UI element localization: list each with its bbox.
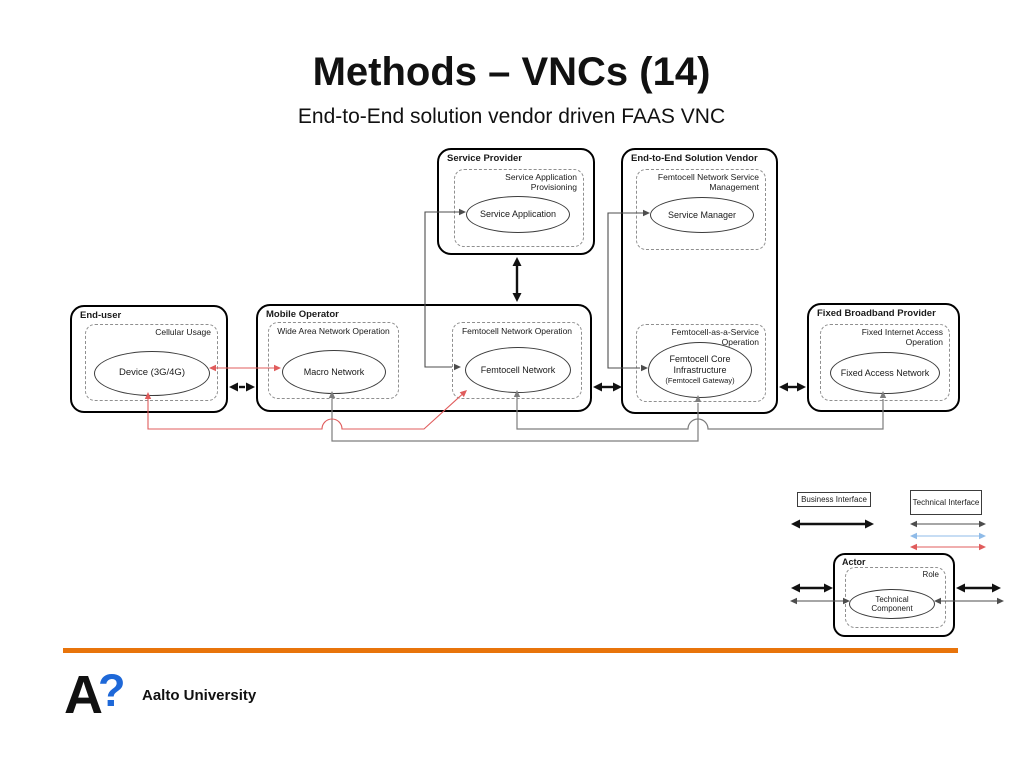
actor-title-e2e-solution-vendor: End-to-End Solution Vendor [631,153,758,164]
component-note-label: (Femtocell Gateway) [665,376,735,386]
actor-box-mobile-operator: Mobile Operator Wide Area Network Operat… [256,304,592,412]
role-label: Wide Area Network Operation [277,326,390,336]
role-label: Service Application Provisioning [505,172,577,193]
page-title: Methods – VNCs (14) [312,50,711,94]
legend-role-rect: Role [845,567,946,628]
role-service-application-provisioning: Service Application Provisioning [454,169,584,247]
component-femtocell-core-infrastructure: Femtocell Core Infrastructure (Femtocell… [648,342,752,398]
legend-technical-interface-arrow-black [910,520,986,528]
legend-business-interface-arrow [791,519,874,529]
component-device-3g-4g: Device (3G/4G) [94,351,210,396]
actor-box-end-user: End-user Cellular Usage Device (3G/4G) [70,305,228,413]
logo-wordmark: Aalto University [142,687,257,704]
role-label: Femtocell-as-a-Service Operation [671,327,759,348]
actor-box-e2e-solution-vendor: End-to-End Solution Vendor Femtocell Net… [621,148,778,414]
role-fixed-internet-access-operation: Fixed Internet Access Operation [820,324,950,401]
component-macro-network: Macro Network [282,350,386,394]
role-femtocell-network-service-management: Femtocell Network Service Management [636,169,766,250]
legend-business-interface-label: Business Interface [797,492,871,507]
role-label: Femtocell Network Service Management [657,172,759,193]
component-femtocell-network: Femtocell Network [465,347,571,393]
component-fixed-access-network: Fixed Access Network [830,352,940,394]
legend-technical-component: Technical Component [849,589,935,619]
logo-letter: A [64,665,103,725]
legend-technical-interface-arrow-red [910,543,986,551]
aalto-logo: A? [64,668,131,722]
legend-actor-title: Actor [842,557,866,567]
role-label: Role [922,570,939,579]
component-main-label: Femtocell Core Infrastructure [669,354,731,375]
actor-box-service-provider: Service Provider Service Application Pro… [437,148,595,255]
arrow-e2e-vendor-fixed-broadband [779,382,806,392]
role-label: Cellular Usage [155,327,211,337]
actor-box-fixed-broadband-provider: Fixed Broadband Provider Fixed Internet … [807,303,960,412]
actor-title-fixed-broadband-provider: Fixed Broadband Provider [817,308,936,319]
actor-title-end-user: End-user [80,310,122,321]
role-label: Femtocell Network Operation [461,326,573,336]
legend-technical-interface-arrow-blue [910,532,986,540]
arrow-mobile-operator-e2e-vendor [593,382,622,392]
accent-divider [63,648,958,653]
legend-actor-box: Actor Role Technical Component [833,553,955,637]
logo-question-mark: ? [98,665,126,716]
arrow-service-provider-mobile-operator [512,257,522,302]
page-subtitle: End-to-End solution vendor driven FAAS V… [297,105,726,128]
actor-title-mobile-operator: Mobile Operator [266,309,339,320]
role-label: Fixed Internet Access Operation [861,327,943,348]
legend-actor-business-arrow-right [956,583,1001,593]
component-service-manager: Service Manager [650,197,754,233]
arrow-end-user-mobile-operator [229,382,255,392]
legend-actor-business-arrow-left [791,583,833,593]
component-service-application: Service Application [466,196,570,233]
legend-technical-interface-label: Technical Interface [910,490,982,515]
actor-title-service-provider: Service Provider [447,153,522,164]
